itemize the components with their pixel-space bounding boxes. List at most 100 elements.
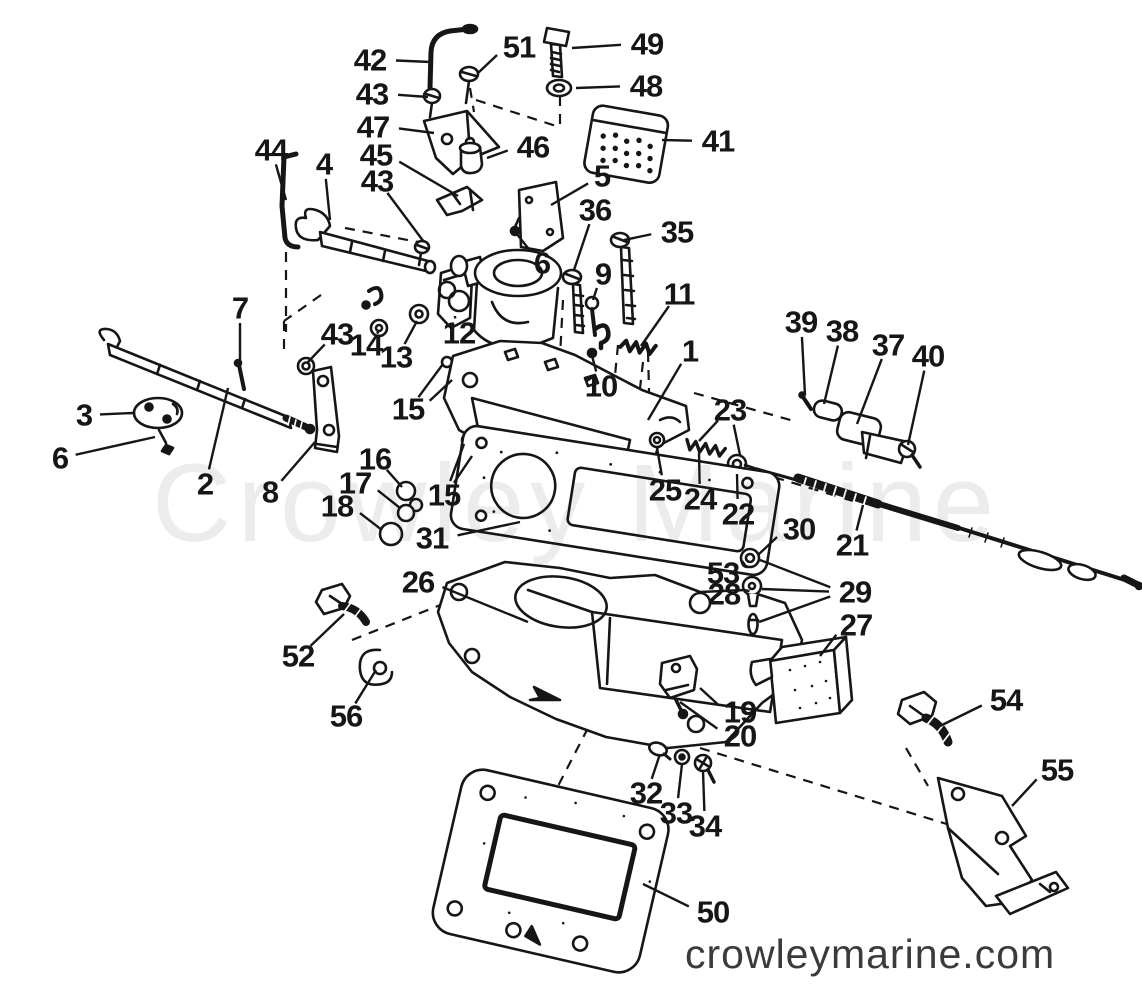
leader-line-45 <box>398 160 459 198</box>
callout-43: 43 <box>356 77 389 112</box>
guide-line <box>905 747 929 787</box>
leader-line-27 <box>819 634 838 657</box>
callout-22: 22 <box>722 497 754 532</box>
leader-line-36 <box>572 223 591 271</box>
leader-line-39 <box>800 336 807 396</box>
callout-6: 6 <box>52 441 69 476</box>
leader-line-26 <box>441 586 529 624</box>
leader-line-49 <box>571 43 622 50</box>
callout-26: 26 <box>402 565 435 600</box>
callout-55: 55 <box>1041 753 1074 788</box>
callout-41: 41 <box>702 124 735 159</box>
callout-16: 16 <box>359 442 392 477</box>
callout-38: 38 <box>826 314 859 349</box>
part-56-clamp <box>358 648 394 686</box>
part-28-pin <box>747 612 760 636</box>
leader-lines <box>75 43 1038 908</box>
leader-line-41 <box>661 138 693 142</box>
part-40-screw <box>897 439 922 469</box>
leader-line-4 <box>324 178 332 221</box>
callout-33: 33 <box>660 796 693 831</box>
callout-53: 53 <box>707 556 740 591</box>
leader-line-54 <box>939 704 983 728</box>
part-54-bolt <box>896 690 953 747</box>
leader-line-30 <box>757 536 778 556</box>
leader-line-23 <box>732 424 742 456</box>
callout-56: 56 <box>330 699 363 734</box>
leader-line-11 <box>640 305 670 347</box>
leader-line-20 <box>679 701 719 730</box>
callout-11: 11 <box>664 277 696 312</box>
callout-4: 4 <box>316 147 334 182</box>
guide-line <box>283 294 322 322</box>
leader-line-55 <box>1011 778 1038 807</box>
leader-line-38 <box>822 345 840 405</box>
part-2-roller-shaft <box>98 327 316 435</box>
callout-27: 27 <box>840 608 872 643</box>
part-31-gasket <box>449 424 781 577</box>
callout-43: 43 <box>321 317 354 352</box>
callout-12: 12 <box>443 316 475 351</box>
callout-42: 42 <box>354 43 386 78</box>
part-34-screw <box>693 753 716 784</box>
part-43-nut <box>296 356 316 376</box>
leader-line-17 <box>376 489 401 509</box>
callout-37: 37 <box>872 328 904 363</box>
leader-line-46 <box>486 149 509 160</box>
leader-line-43 <box>307 343 326 363</box>
leader-line-15 <box>417 363 444 398</box>
callout-43: 43 <box>361 164 394 199</box>
callout-15: 15 <box>428 478 461 513</box>
callout-19: 19 <box>724 695 757 730</box>
guide-line <box>699 746 951 827</box>
callout-47: 47 <box>357 110 389 145</box>
leader-line-14 <box>376 329 381 335</box>
leader-line-18 <box>359 512 383 531</box>
leader-line-28 <box>743 588 750 593</box>
part-4-lever <box>294 207 437 275</box>
callout-24: 24 <box>684 482 718 517</box>
callout-51: 51 <box>503 30 536 65</box>
leader-line-8 <box>280 441 316 482</box>
callout-39: 39 <box>785 305 818 340</box>
leader-line-35 <box>623 233 652 242</box>
part-11-spring <box>618 338 658 357</box>
leader-line-19 <box>699 687 719 706</box>
callout-25: 25 <box>649 473 682 508</box>
leader-line-22 <box>735 473 739 500</box>
callout-54: 54 <box>990 683 1024 718</box>
callout-50: 50 <box>697 895 729 930</box>
callout-2: 2 <box>197 467 213 502</box>
callout-5: 5 <box>594 159 611 194</box>
callout-40: 40 <box>912 339 944 374</box>
part-45-cam-plate <box>435 185 484 217</box>
leader-line-9 <box>591 287 599 301</box>
callout-45: 45 <box>360 138 393 173</box>
part-6-screw-lower <box>157 428 175 456</box>
part-43-screw-top <box>422 87 442 119</box>
callout-35: 35 <box>661 215 694 250</box>
part-42-link-rod <box>427 23 479 91</box>
part-52-bolt <box>314 582 370 626</box>
part-24-spring <box>685 437 727 458</box>
callout-52: 52 <box>282 639 314 674</box>
leader-line-40 <box>906 370 926 446</box>
leader-line-29 <box>759 558 831 589</box>
callout-6: 6 <box>534 246 551 281</box>
part-13-grommet <box>408 303 430 325</box>
leader-line-13 <box>403 320 419 345</box>
leader-line-15 <box>428 379 453 402</box>
part-32-plug <box>647 741 672 761</box>
leader-line-15 <box>449 443 466 482</box>
callout-44: 44 <box>255 133 289 168</box>
part-30-washer <box>739 547 761 569</box>
callout-36: 36 <box>579 193 612 228</box>
leader-line-43 <box>386 192 425 243</box>
part-33-grommet <box>673 748 691 766</box>
leader-line-33 <box>676 763 684 799</box>
part-36-screw-long <box>561 268 586 335</box>
leader-line-3 <box>99 411 134 416</box>
callout-8: 8 <box>262 475 279 510</box>
